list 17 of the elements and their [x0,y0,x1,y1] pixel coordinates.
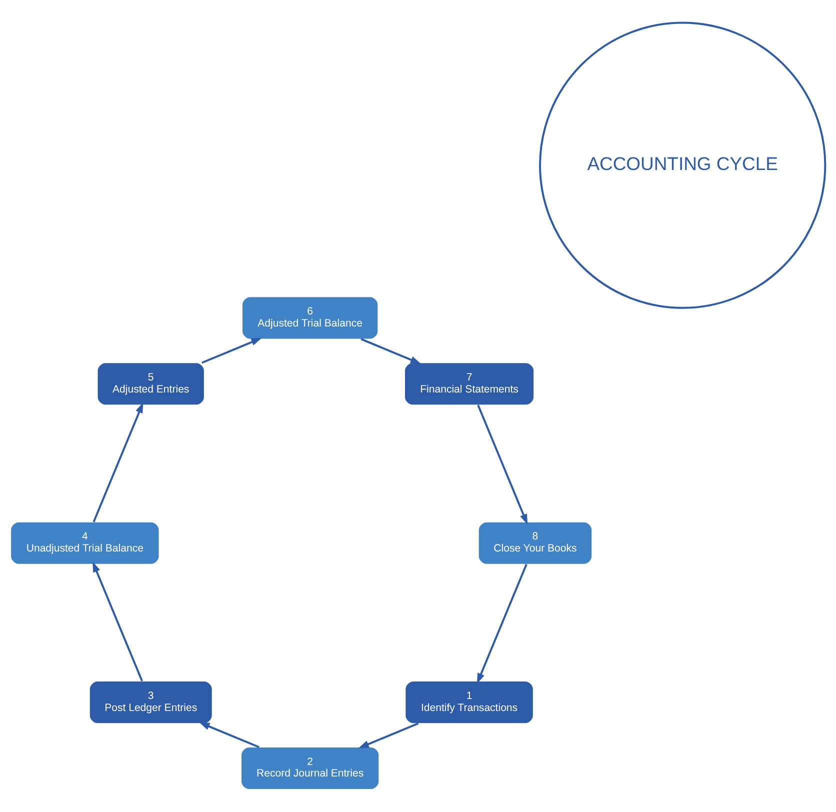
node-circle: ACCOUNTING CYCLE [539,22,826,309]
node-box: 6 Adjusted Trial Balance [242,296,378,340]
arrow [476,564,528,684]
arrow [360,338,422,364]
node-box: 2 Record Journal Entries [240,746,380,790]
node-box: 7 Financial Statements [404,362,534,406]
arrow [92,562,144,682]
node-box: 5 Adjusted Entries [97,362,205,406]
node-box: 4 Unadjusted Trial Balance [10,522,160,565]
arrow [199,722,260,748]
arrow [358,722,419,748]
node-box: 8 Close Your Books [478,522,592,565]
node-box: 1 Identify Transactions [405,680,534,724]
arrow [92,402,144,522]
arrow [477,404,528,525]
arrow [202,338,262,364]
node-box: 3 Post Ledger Entries [89,680,213,724]
